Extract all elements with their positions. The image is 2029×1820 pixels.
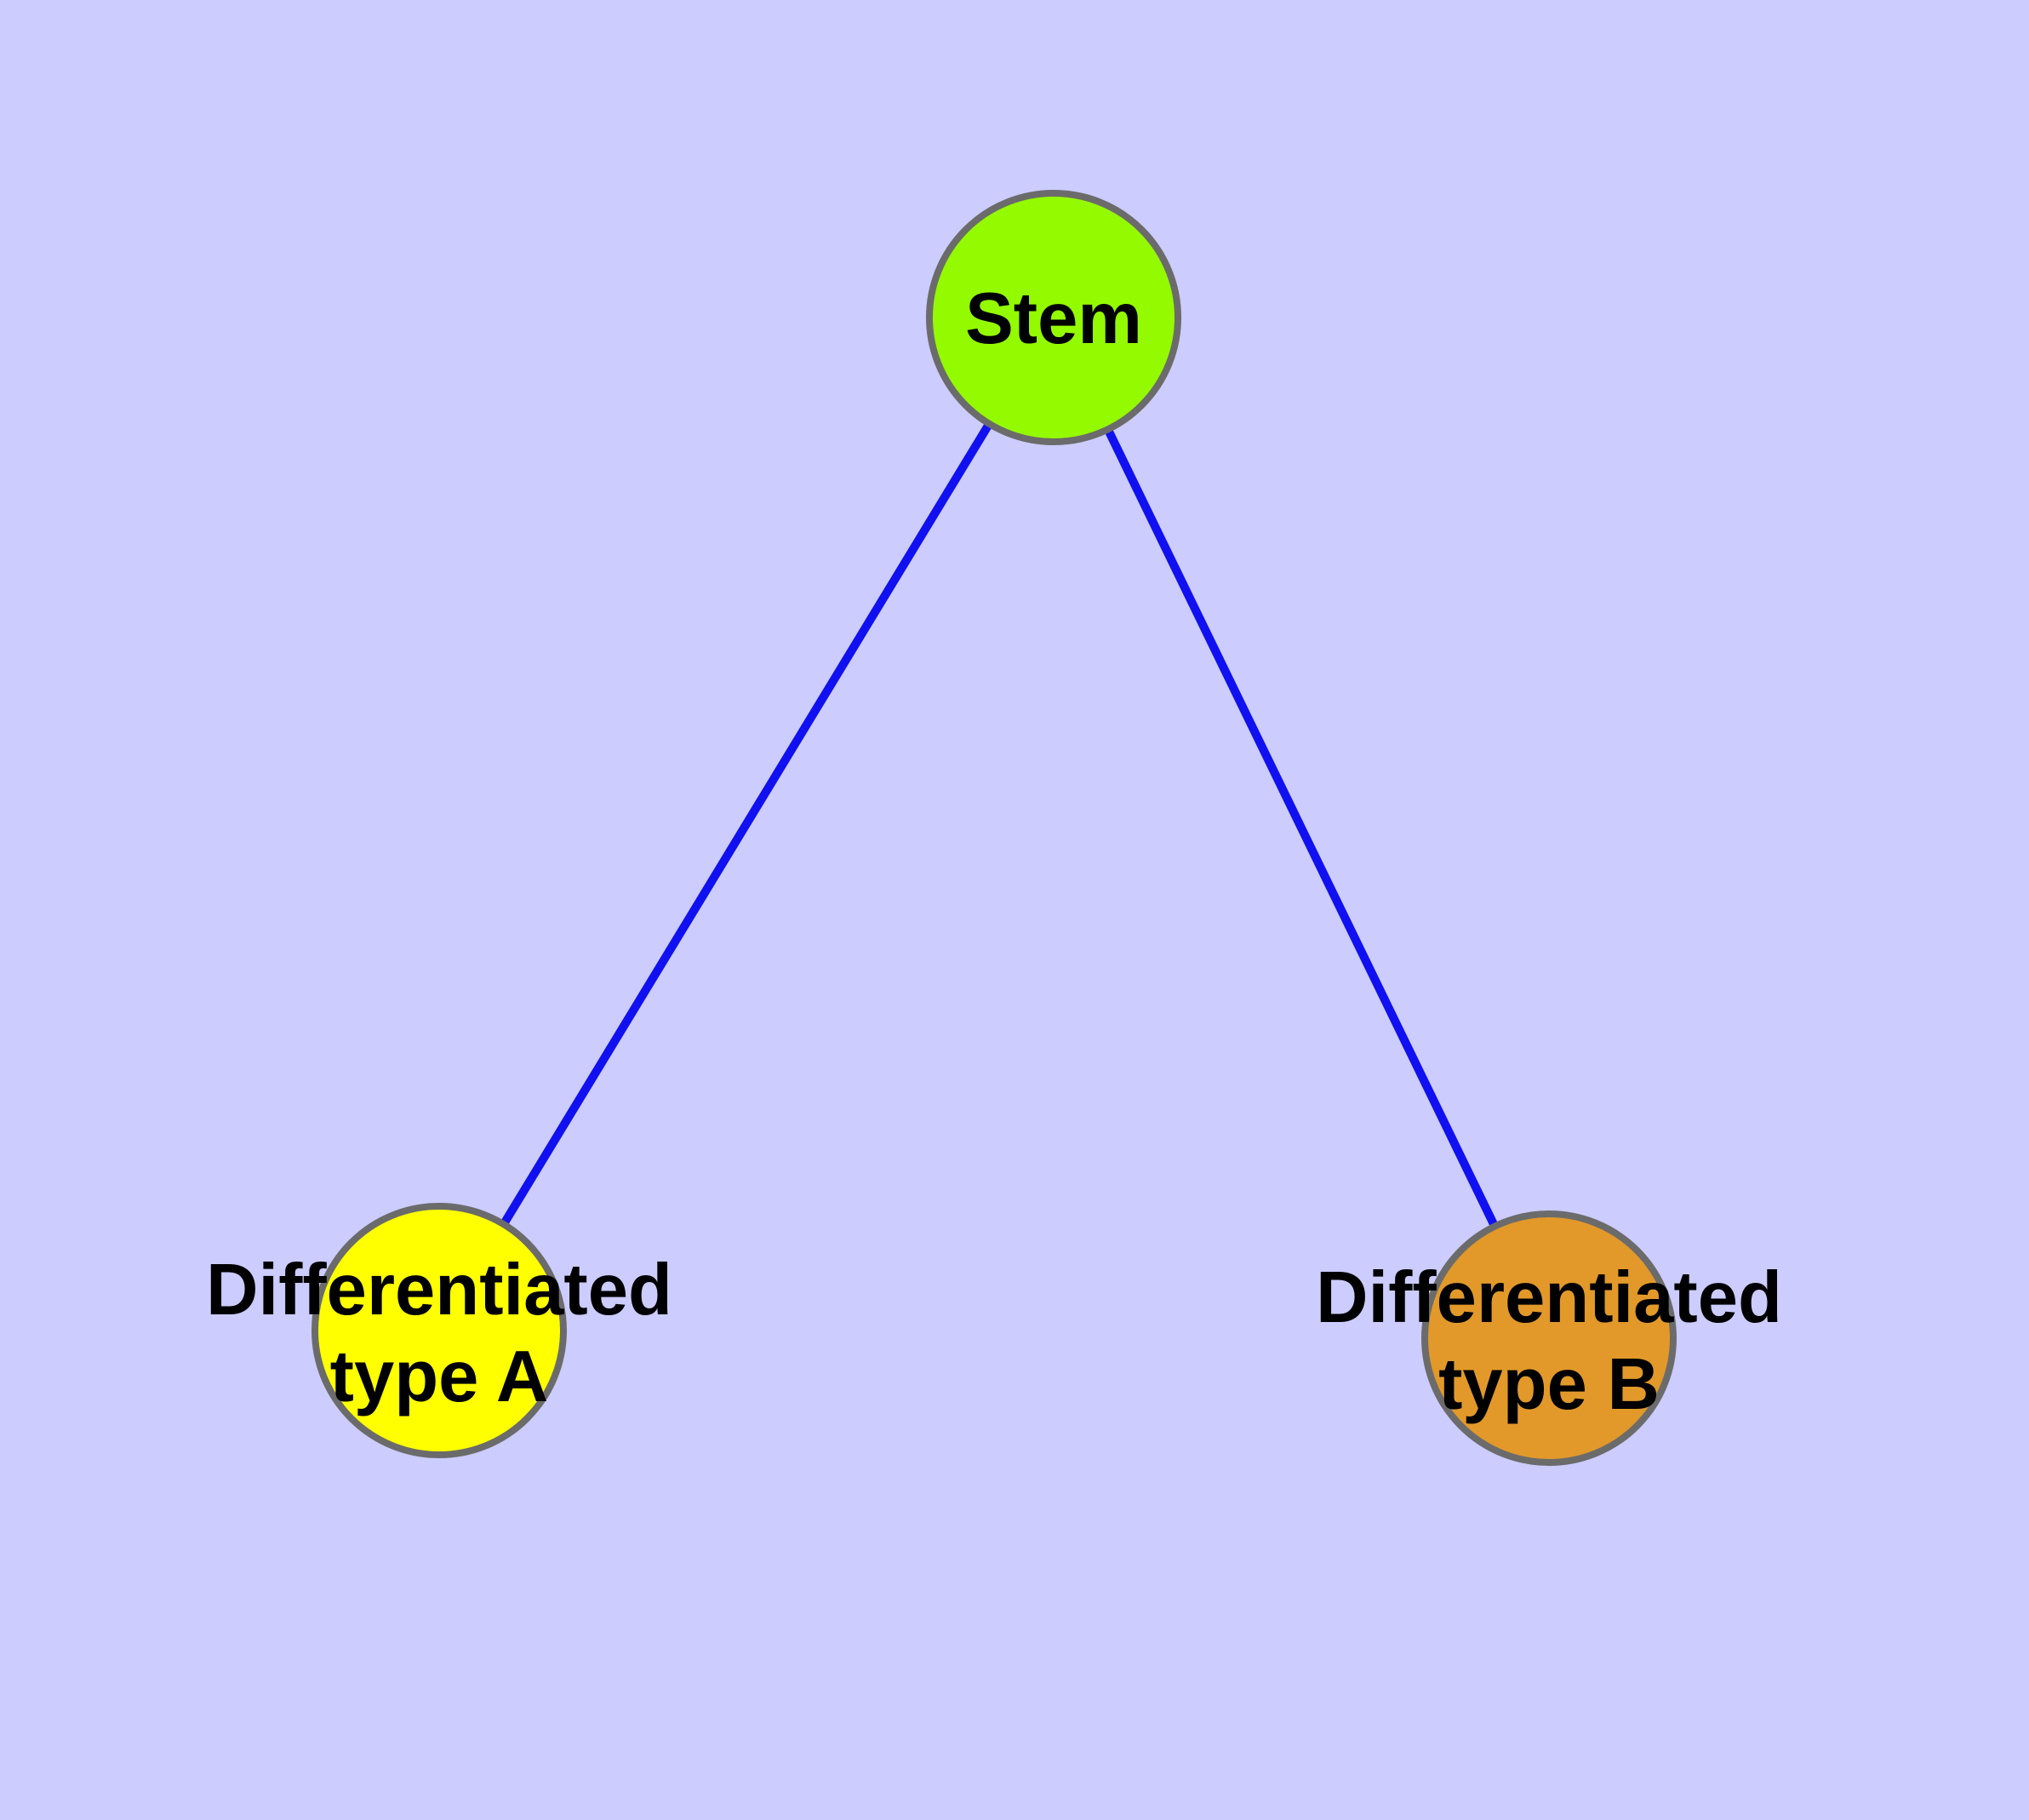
node-differentiated-type-a-label-line-2: type A bbox=[329, 1336, 549, 1417]
node-differentiated-type-b-circle bbox=[1421, 1210, 1677, 1466]
edge-stem-to-type-b bbox=[1049, 315, 1553, 1341]
node-differentiated-type-b-label-line-2: type B bbox=[1438, 1344, 1660, 1425]
node-stem-label: Stem bbox=[965, 276, 1142, 363]
node-stem-circle bbox=[926, 190, 1181, 445]
edge-stem-to-type-a bbox=[435, 315, 1058, 1333]
node-differentiated-type-a-label: Differentiated type A bbox=[206, 1247, 672, 1421]
node-differentiated-type-b-label: Differentiated type B bbox=[1316, 1255, 1782, 1428]
node-differentiated-type-b-label-line-1: Differentiated bbox=[1316, 1257, 1782, 1338]
node-stem-label-line: Stem bbox=[965, 278, 1142, 359]
node-differentiated-type-a-label-line-1: Differentiated bbox=[206, 1250, 672, 1331]
node-differentiated-type-a-circle bbox=[311, 1203, 567, 1458]
